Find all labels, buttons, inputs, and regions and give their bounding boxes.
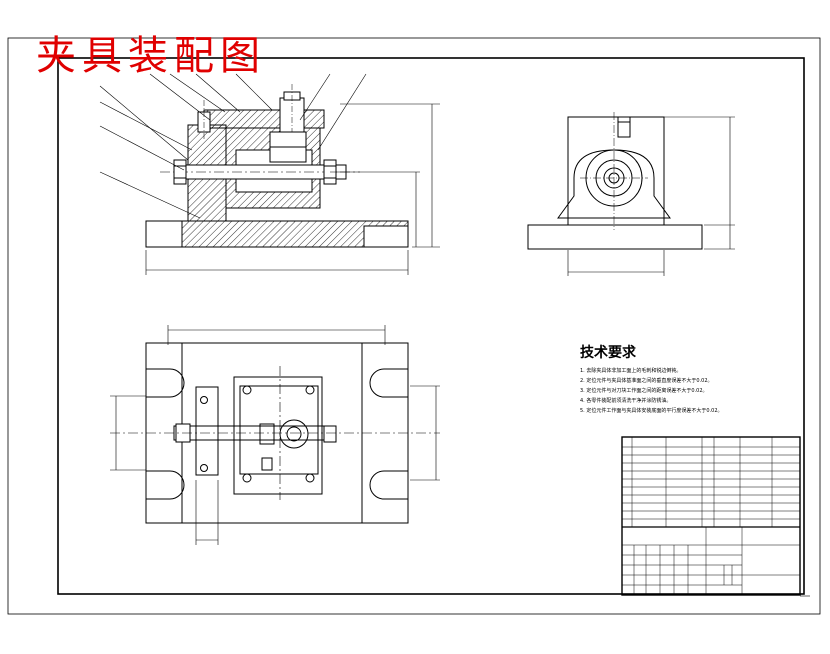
tech-requirements-heading: 技术要求 [580, 345, 636, 361]
tech-requirement-item: 3. 定位元件与对刀块工作面之间的距离误差不大于0.02。 [580, 388, 708, 394]
tech-requirement-item: 5. 定位元件工作面与夹具体安装底面的平行度误差不大于0.02。 [580, 408, 723, 414]
top-view [110, 325, 440, 545]
inner-border [57, 57, 805, 595]
tech-requirement-item: 4. 各零件装配前须清洗干净并涂防锈油。 [580, 398, 672, 404]
side-view [527, 112, 735, 276]
tech-requirement-item: 1. 去除夹具体非加工面上的毛刺和锐边倒钝。 [580, 368, 682, 374]
parts-list-and-title-block [621, 436, 801, 596]
front-section-view [99, 73, 440, 275]
tech-requirements-list: 1. 去除夹具体非加工面上的毛刺和锐边倒钝。 2. 定位元件与夹具体基准面之间的… [580, 366, 810, 416]
outer-border [7, 37, 821, 615]
tech-requirement-item: 2. 定位元件与夹具体基准面之间的垂直度误差不大于0.02。 [580, 378, 713, 384]
drawing-title: 夹具装配图 [36, 33, 266, 79]
